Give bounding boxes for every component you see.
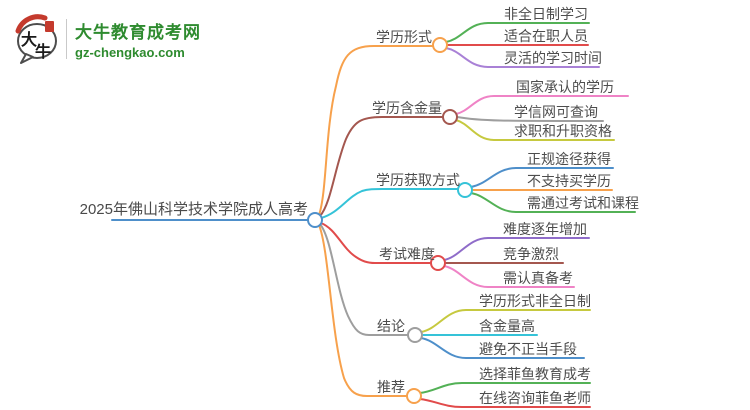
red-seal	[45, 21, 54, 32]
root-node-circle[interactable]	[307, 212, 323, 228]
child-topic-label[interactable]: 避免不正当手段	[479, 341, 577, 357]
child-topic-label[interactable]: 竞争激烈	[503, 246, 559, 262]
child-topic-label[interactable]: 在线咨询菲鱼老师	[479, 390, 591, 406]
child-curve	[443, 237, 590, 261]
branch-node-circle[interactable]	[430, 255, 446, 271]
child-topic-label[interactable]: 求职和升职资格	[514, 123, 612, 139]
branch-label[interactable]: 学历获取方式	[376, 172, 460, 188]
branch-curve	[320, 222, 431, 264]
child-topic-label[interactable]: 选择菲鱼教育成考	[479, 366, 591, 382]
child-curve	[456, 116, 604, 122]
child-curve	[420, 337, 585, 359]
child-topic-label[interactable]: 不支持买学历	[527, 173, 611, 189]
branch-curve	[318, 224, 407, 397]
child-topic-label[interactable]: 正规途径获得	[527, 151, 611, 167]
child-curve	[455, 95, 629, 115]
child-topic-label[interactable]: 国家承认的学历	[516, 79, 614, 95]
branch-label[interactable]: 推荐	[377, 379, 405, 395]
branch-curve	[319, 116, 444, 217]
child-topic-label[interactable]: 学信网可查询	[514, 104, 598, 120]
branch-label[interactable]: 学历形式	[376, 29, 432, 45]
child-curve	[443, 265, 575, 288]
child-curve	[470, 167, 614, 188]
branch-curve	[319, 223, 408, 336]
branch-node-circle[interactable]	[457, 182, 473, 198]
branch-node-circle[interactable]	[407, 327, 423, 343]
child-topic-label[interactable]: 需通过考试和课程	[527, 195, 639, 211]
child-curve	[445, 47, 600, 68]
branch-curve	[320, 188, 459, 219]
child-curve	[445, 22, 590, 43]
child-topic-label[interactable]: 需认真备考	[503, 270, 573, 286]
root-topic-label[interactable]: 2025年佛山科学技术学院成人高考	[79, 201, 308, 218]
site-logo[interactable]: 大 牛 大牛教育成考网 gz-chengkao.com	[14, 14, 201, 64]
branch-node-circle[interactable]	[406, 388, 422, 404]
branch-label[interactable]: 结论	[377, 318, 405, 334]
child-topic-label[interactable]: 难度逐年增加	[503, 221, 587, 237]
child-topic-label[interactable]: 非全日制学习	[504, 6, 588, 22]
icon-char-bottom: 牛	[35, 42, 51, 61]
child-curve	[470, 192, 636, 213]
child-curve	[420, 309, 591, 333]
site-name: 大牛教育成考网	[75, 23, 201, 42]
site-url: gz-chengkao.com	[75, 45, 185, 60]
red-arc	[15, 14, 48, 34]
icon-char-top: 大	[21, 30, 37, 49]
logo-divider	[66, 19, 67, 59]
branch-label[interactable]: 考试难度	[379, 246, 435, 262]
child-topic-label[interactable]: 适合在职人员	[504, 28, 588, 44]
branch-curve	[318, 45, 434, 216]
branch-node-circle[interactable]	[432, 37, 448, 53]
child-topic-label[interactable]: 含金量高	[479, 318, 535, 334]
daniu-speech-bubble-icon: 大 牛	[15, 14, 57, 64]
branch-label[interactable]: 学历含金量	[372, 100, 442, 116]
child-curve	[419, 398, 591, 408]
child-curve	[419, 382, 591, 394]
branch-node-circle[interactable]	[442, 109, 458, 125]
child-topic-label[interactable]: 灵活的学习时间	[504, 50, 602, 66]
child-topic-label[interactable]: 学历形式非全日制	[479, 293, 591, 309]
child-curve	[455, 119, 615, 141]
